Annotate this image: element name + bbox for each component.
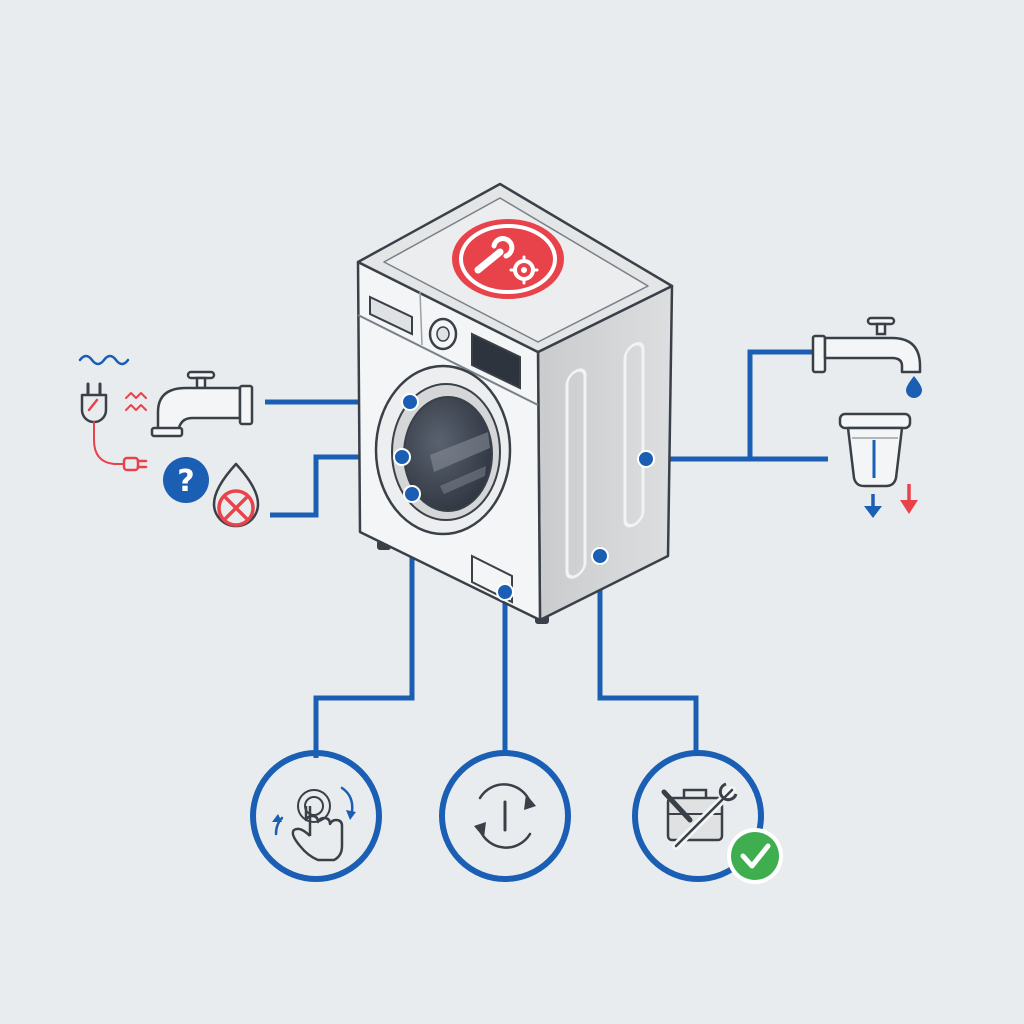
toolbox-check-icon [661, 782, 738, 850]
control-panel-divider [357, 314, 539, 406]
repair-complete-action[interactable] [632, 750, 783, 884]
connection-dot [403, 485, 421, 503]
reset-cycle-action[interactable] [439, 750, 571, 882]
washing-machine [356, 182, 674, 624]
connection-dot [393, 448, 411, 466]
question-mark-icon: ? [163, 457, 209, 503]
arrow-down-icon [864, 494, 882, 518]
connection-dots [393, 393, 655, 601]
svg-text:?: ? [177, 464, 194, 499]
touch-rotate-icon [272, 786, 356, 862]
connection-dot [637, 450, 655, 468]
side-panel-groove [623, 342, 645, 528]
connector-lines [265, 349, 828, 758]
connector-right-drain-tap [747, 349, 813, 459]
signal-zigzag-icon [125, 392, 147, 411]
right-issue-icons [811, 316, 922, 518]
check-icon [727, 828, 783, 884]
control-panel-divider [419, 291, 423, 346]
connection-dot [591, 547, 609, 565]
reset-timer-icon [474, 783, 536, 849]
water-filter-icon [838, 412, 912, 488]
touch-controls-action[interactable] [250, 750, 382, 882]
bottom-action-circles [250, 750, 783, 884]
connector-repair-complete [597, 556, 699, 755]
water-tap-icon [150, 370, 254, 438]
program-dial-center [436, 326, 450, 342]
display-screen [471, 332, 521, 390]
left-issue-icons: ? [78, 354, 260, 528]
connector-touch-controls [313, 494, 415, 758]
power-plug-icon [80, 382, 148, 472]
no-water-drop-icon [212, 462, 260, 528]
door-glass-shine [430, 432, 490, 472]
detergent-drawer[interactable] [369, 295, 413, 336]
wrench-gear-icon [452, 219, 564, 299]
connection-dot [401, 393, 419, 411]
arrow-down-icon [900, 484, 918, 514]
connection-dot [496, 583, 514, 601]
side-panel-groove [565, 368, 587, 579]
dripping-tap-icon [811, 316, 922, 398]
wave-icon [78, 354, 130, 366]
door-glass-shine [440, 466, 486, 494]
